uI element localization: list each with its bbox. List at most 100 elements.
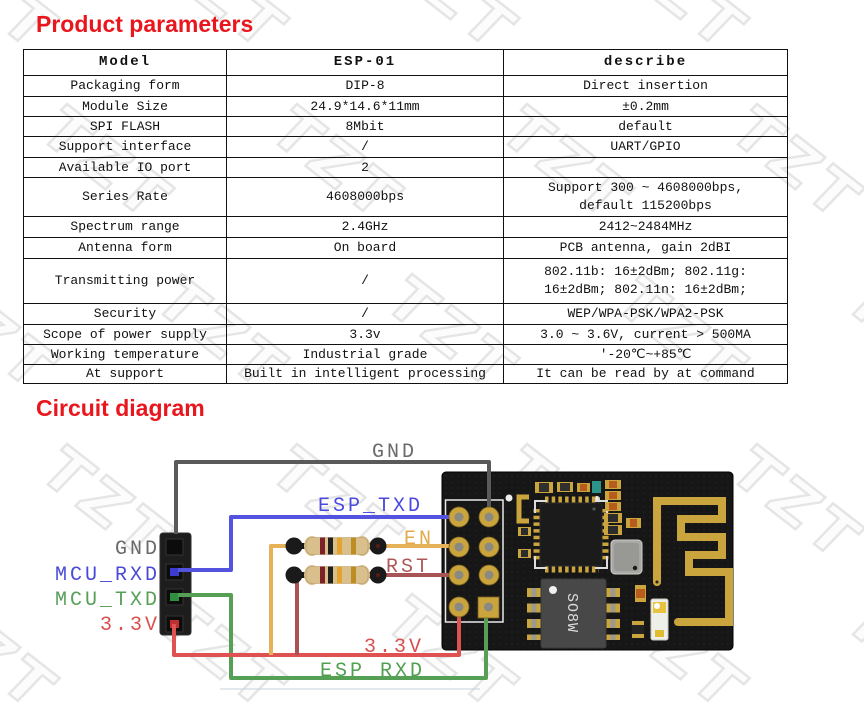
table-row: Security/ WEP/WPA-PSK/WPA2-PSK xyxy=(24,304,787,325)
table-cell: On board xyxy=(227,238,504,258)
table-cell: 8Mbit xyxy=(227,117,504,136)
table-cell: Support interface xyxy=(24,137,227,157)
capacitor xyxy=(592,481,601,493)
wire-33v xyxy=(172,612,461,657)
tzt-watermark: TZT xyxy=(830,584,864,708)
table-cell: 4608000bps xyxy=(227,178,504,216)
table-cell: Available IO port xyxy=(24,158,227,177)
table-row: Support interface/ UART/GPIO xyxy=(24,137,787,158)
module-pads xyxy=(448,506,500,619)
table-cell: 2412~2484MHz xyxy=(598,219,693,235)
table-cell: UART/GPIO xyxy=(610,139,681,155)
led xyxy=(650,598,669,641)
table-cell: / xyxy=(227,137,504,157)
table-header-cell: ESP-01 xyxy=(227,50,504,75)
wire-rst xyxy=(295,573,452,655)
smd-components xyxy=(516,480,646,638)
table-cell: Antenna form xyxy=(24,238,227,258)
label-gnd-left: GND xyxy=(115,538,160,561)
wire-en xyxy=(269,544,452,655)
esp8266-chip xyxy=(533,496,609,573)
tzt-watermark: TZT xyxy=(715,434,864,575)
tzt-watermark: TZT xyxy=(830,0,864,66)
divider-line xyxy=(220,688,480,690)
pin-header-connector xyxy=(159,532,192,636)
table-cell: Built in intelligent processing xyxy=(227,365,504,383)
tzt-watermark: TZT xyxy=(25,434,189,575)
table-cell xyxy=(504,158,787,177)
silkscreen-dot xyxy=(594,496,600,502)
tzt-watermark: TZT xyxy=(830,264,864,405)
table-cell: Module Size xyxy=(24,97,227,116)
table-cell: Support 300 ~ 4608000bps, default 115200… xyxy=(547,180,744,213)
table-cell: DIP-8 xyxy=(227,76,504,96)
table-cell: SPI FLASH xyxy=(24,117,227,136)
circuit-diagram-title: Circuit diagram xyxy=(36,395,205,421)
flash-chip-label: SO8W xyxy=(563,593,580,633)
label-en: EN xyxy=(404,528,434,551)
label-gnd-top: GND xyxy=(372,441,417,464)
table-cell: Spectrum range xyxy=(24,217,227,237)
flash-chip: SO8W xyxy=(527,578,620,649)
resistor-rst xyxy=(285,565,387,585)
table-cell: Direct insertion xyxy=(583,78,708,94)
silkscreen-dot xyxy=(505,494,513,502)
tzt-watermark: TZT xyxy=(0,584,74,708)
table-header-cell: describe xyxy=(603,54,688,71)
table-cell: At support xyxy=(24,365,227,383)
label-esp-rxd: ESP_RXD xyxy=(320,660,425,683)
table-cell: Industrial grade xyxy=(227,345,504,364)
crystal-oscillator xyxy=(610,539,643,575)
table-header-cell: Model xyxy=(24,50,227,75)
pin-mcu-txd xyxy=(170,593,179,601)
esp01-module xyxy=(441,471,734,651)
resistor-en xyxy=(285,536,387,556)
pcb-antenna xyxy=(653,497,733,626)
table-cell: 2.4GHz xyxy=(227,217,504,237)
table-cell: WEP/WPA-PSK/WPA2-PSK xyxy=(567,306,724,322)
label-mcu-rxd: MCU_RXD xyxy=(55,564,160,587)
table-cell: 24.9*14.6*11mm xyxy=(227,97,504,116)
pin-mcu-rxd xyxy=(170,568,179,576)
table-cell: PCB antenna, gain 2dBI xyxy=(559,240,732,256)
pin-33v xyxy=(170,620,179,628)
silkscreen-box xyxy=(444,499,504,623)
table-cell: Working temperature xyxy=(24,345,227,364)
label-rst: RST xyxy=(386,556,431,579)
table-cell: 3.0 ~ 3.6V, current > 500MA xyxy=(540,326,751,342)
label-esp-txd: ESP_TXD xyxy=(318,495,423,518)
table-cell: Security xyxy=(24,304,227,324)
table-cell: Packaging form xyxy=(24,76,227,96)
table-cell: default xyxy=(618,118,673,134)
label-33v-left: 3.3V xyxy=(100,614,160,637)
tzt-watermark: TZT xyxy=(600,584,764,708)
table-cell: / xyxy=(227,304,504,324)
table-cell: 2 xyxy=(227,158,504,177)
table-cell: It can be read by at command xyxy=(536,366,755,382)
antenna-feed xyxy=(653,578,661,586)
table-cell: '-20℃~+85℃ xyxy=(599,346,692,362)
tzt-watermark: TZT xyxy=(255,434,419,575)
product-parameters-title: Product parameters xyxy=(36,11,254,37)
table-row: Transmitting power/802.11b: 16±2dBm; 802… xyxy=(24,259,787,304)
table-cell: Series Rate xyxy=(24,178,227,216)
label-33v-right: 3.3V xyxy=(364,636,424,659)
table-cell: Transmitting power xyxy=(24,259,227,303)
tzt-watermark: TZT xyxy=(485,434,649,575)
chip-corner-brackets xyxy=(534,500,608,569)
table-cell: 802.11b: 16±2dBm; 802.11g: 16±2dBm; 802.… xyxy=(544,264,747,297)
label-mcu-txd: MCU_TXD xyxy=(55,589,160,612)
wire-esp-rxd xyxy=(178,593,488,680)
wire-gnd xyxy=(174,460,491,534)
